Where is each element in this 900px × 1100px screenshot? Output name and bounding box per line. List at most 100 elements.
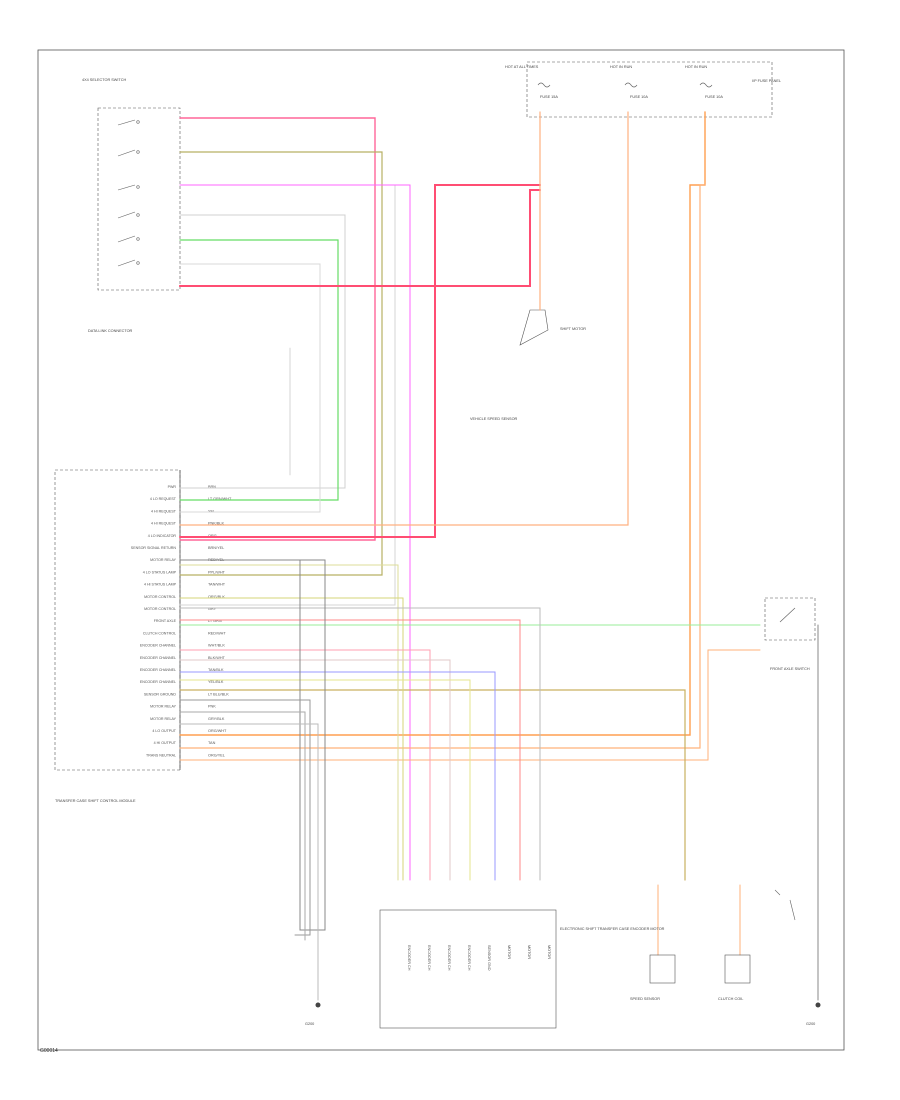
tcase-pin-label: 4 LO OUTPUT xyxy=(152,729,176,733)
wire xyxy=(179,151,383,576)
wire xyxy=(179,711,306,941)
tcase-pin-label: MOTOR RELAY xyxy=(150,717,176,721)
tcase-pin-label: 4 LO STATUS LAMP xyxy=(143,570,177,574)
fuse-1-rating: FUSE 15A xyxy=(540,95,558,99)
tcase-pin-label: ENCODER CHANNEL xyxy=(140,680,176,684)
clutch-coil: CLUTCH COIL xyxy=(718,889,796,1001)
vss-caption: VEHICLE SPEED SENSOR xyxy=(470,417,518,421)
fuse-panel-label: I/P FUSE PANEL xyxy=(752,79,781,83)
tcase-pin-label: 4 HI OUTPUT xyxy=(154,741,177,745)
tcase-caption: TRANSFER CASE SHIFT CONTROL MODULE xyxy=(55,799,136,803)
wire xyxy=(179,649,431,881)
wire xyxy=(179,184,436,538)
wire xyxy=(179,671,496,881)
encoder-pin-label: MOTOR xyxy=(547,945,551,959)
ground-right-label: G200 xyxy=(806,1022,815,1026)
encoder-pin-label: ENCODER CH xyxy=(427,945,431,971)
tcase-pin-label: TRANS NEUTRAL xyxy=(146,753,176,757)
wire xyxy=(179,184,411,881)
wire xyxy=(179,649,761,761)
wire xyxy=(179,189,541,287)
tcase-wire-color: ORG/WHT xyxy=(208,729,227,733)
wire xyxy=(179,619,521,881)
clutch-coil-caption: CLUTCH COIL xyxy=(718,997,743,1001)
tcase-wire-color: LT GRN/WHT xyxy=(208,497,232,501)
tcase-pin-label: SENSOR SIGNAL RETURN xyxy=(131,546,177,550)
wire xyxy=(179,723,319,1001)
diagram-code: G00014 xyxy=(40,1048,58,1054)
tcase-pin-label: CLUTCH CONTROL xyxy=(143,631,176,635)
wire xyxy=(179,239,339,501)
wire xyxy=(179,659,451,881)
tcase-wire-color: ORG/BLK xyxy=(208,595,225,599)
tcase-wire-color: BRN xyxy=(208,485,216,489)
wire xyxy=(179,559,326,931)
tcase-wire-color: ORG xyxy=(208,534,217,538)
tcase-wire-color: BRN/YEL xyxy=(208,546,224,550)
encoder-pin-label: MOTOR xyxy=(527,945,531,959)
wire xyxy=(179,117,376,541)
tcase-wire-color: LT BLU/BLK xyxy=(208,692,229,696)
tcase-wire-color: WHT/BLK xyxy=(208,644,225,648)
selector-switch: 4X4 SELECTOR SWITCH xyxy=(82,78,181,291)
fuse-3-rating: FUSE 10A xyxy=(705,95,723,99)
tcase-wire-color: YEL/BLK xyxy=(208,680,224,684)
encoder-pin-label: ENCODER CH xyxy=(447,945,451,971)
fuse-2-rating: FUSE 10A xyxy=(630,95,648,99)
wire xyxy=(179,111,629,526)
tcase-pin-label: 4 HI REQUEST xyxy=(151,522,177,526)
tcase-pin-label: MOTOR RELAY xyxy=(150,558,176,562)
shift-motor-label: SHIFT MOTOR xyxy=(560,327,586,331)
connector-label: DATA LINK CONNECTOR xyxy=(88,329,133,333)
wire xyxy=(179,689,686,881)
fuse-1-title: HOT AT ALL TIMES xyxy=(505,65,539,69)
encoder-motor: ELECTRONIC SHIFT TRANSFER CASE ENCODER M… xyxy=(379,909,665,1029)
wire xyxy=(179,214,346,489)
tcase-wire-color: TAN/BLK xyxy=(208,668,224,672)
tcase-wire-color: TAN/WHT xyxy=(208,583,226,587)
fuse-2-title: HOT IN RUN xyxy=(610,65,632,69)
encoder-pin-label: MOTOR xyxy=(507,945,511,959)
speed-sensor-caption: SPEED SENSOR xyxy=(630,997,660,1001)
diagram-frame xyxy=(37,49,845,1051)
wire xyxy=(179,111,706,736)
ground-left: G200 xyxy=(305,1002,321,1026)
wire xyxy=(179,679,471,881)
ground-right: G200 xyxy=(806,1002,821,1026)
fuse-panel: HOT AT ALL TIMES FUSE 15A HOT IN RUN FUS… xyxy=(505,61,781,118)
tcase-wire-color: TAN xyxy=(208,741,216,745)
tcase-wire-color: GRY/BLK xyxy=(208,717,225,721)
encoder-caption: ELECTRONIC SHIFT TRANSFER CASE ENCODER M… xyxy=(560,927,665,931)
tcase-pin-label: ENCODER CHANNEL xyxy=(140,644,176,648)
encoder-pin-label: ENCODER CH xyxy=(407,945,411,971)
axle-switch-caption: FRONT AXLE SWITCH xyxy=(770,667,810,671)
tcase-wire-color: LT GRN xyxy=(208,619,222,623)
wire xyxy=(179,184,396,606)
switch-contacts xyxy=(117,119,140,267)
fuse-3-title: HOT IN RUN xyxy=(685,65,707,69)
wire xyxy=(179,184,706,749)
wire-harness xyxy=(179,111,819,1001)
ground-left-label: G200 xyxy=(305,1022,314,1026)
tcase-wire-color: YEL xyxy=(208,509,215,513)
tcase-pin-label: 4 HI REQUEST xyxy=(151,509,177,513)
encoder-pin-list: ENCODER CH ENCODER CH ENCODER CH ENCODER CH… xyxy=(407,945,551,971)
wire xyxy=(179,184,541,287)
module-labels: DATA LINK CONNECTOR xyxy=(88,329,133,333)
tcase-pin-label: 4 LO INDICATOR xyxy=(148,534,177,538)
tcase-pin-list: PWR BRN 4 LO REQUEST LT GRN/WHT 4 HI REQUEST… xyxy=(131,485,232,757)
fuse-icons xyxy=(537,82,713,88)
shift-motor-relay: SHIFT MOTOR xyxy=(519,309,586,346)
tcase-module: TRANSFER CASE SHIFT CONTROL MODULE PWR BR… xyxy=(54,469,232,803)
tcase-wire-color: GRY xyxy=(208,607,217,611)
tcase-pin-label: PWR xyxy=(168,485,177,489)
tcase-wire-color: PNK/BLK xyxy=(208,522,225,526)
front-axle-switch: FRONT AXLE SWITCH xyxy=(764,597,816,671)
wire xyxy=(179,597,404,881)
encoder-pin-label: ENCODER CH xyxy=(467,945,471,971)
tcase-wire-color: ORG/YEL xyxy=(208,753,225,757)
tcase-pin-label: 4 LO REQUEST xyxy=(150,497,177,501)
tcase-pin-label: FRONT AXLE xyxy=(154,619,177,623)
tcase-pin-label: ENCODER CHANNEL xyxy=(140,668,176,672)
